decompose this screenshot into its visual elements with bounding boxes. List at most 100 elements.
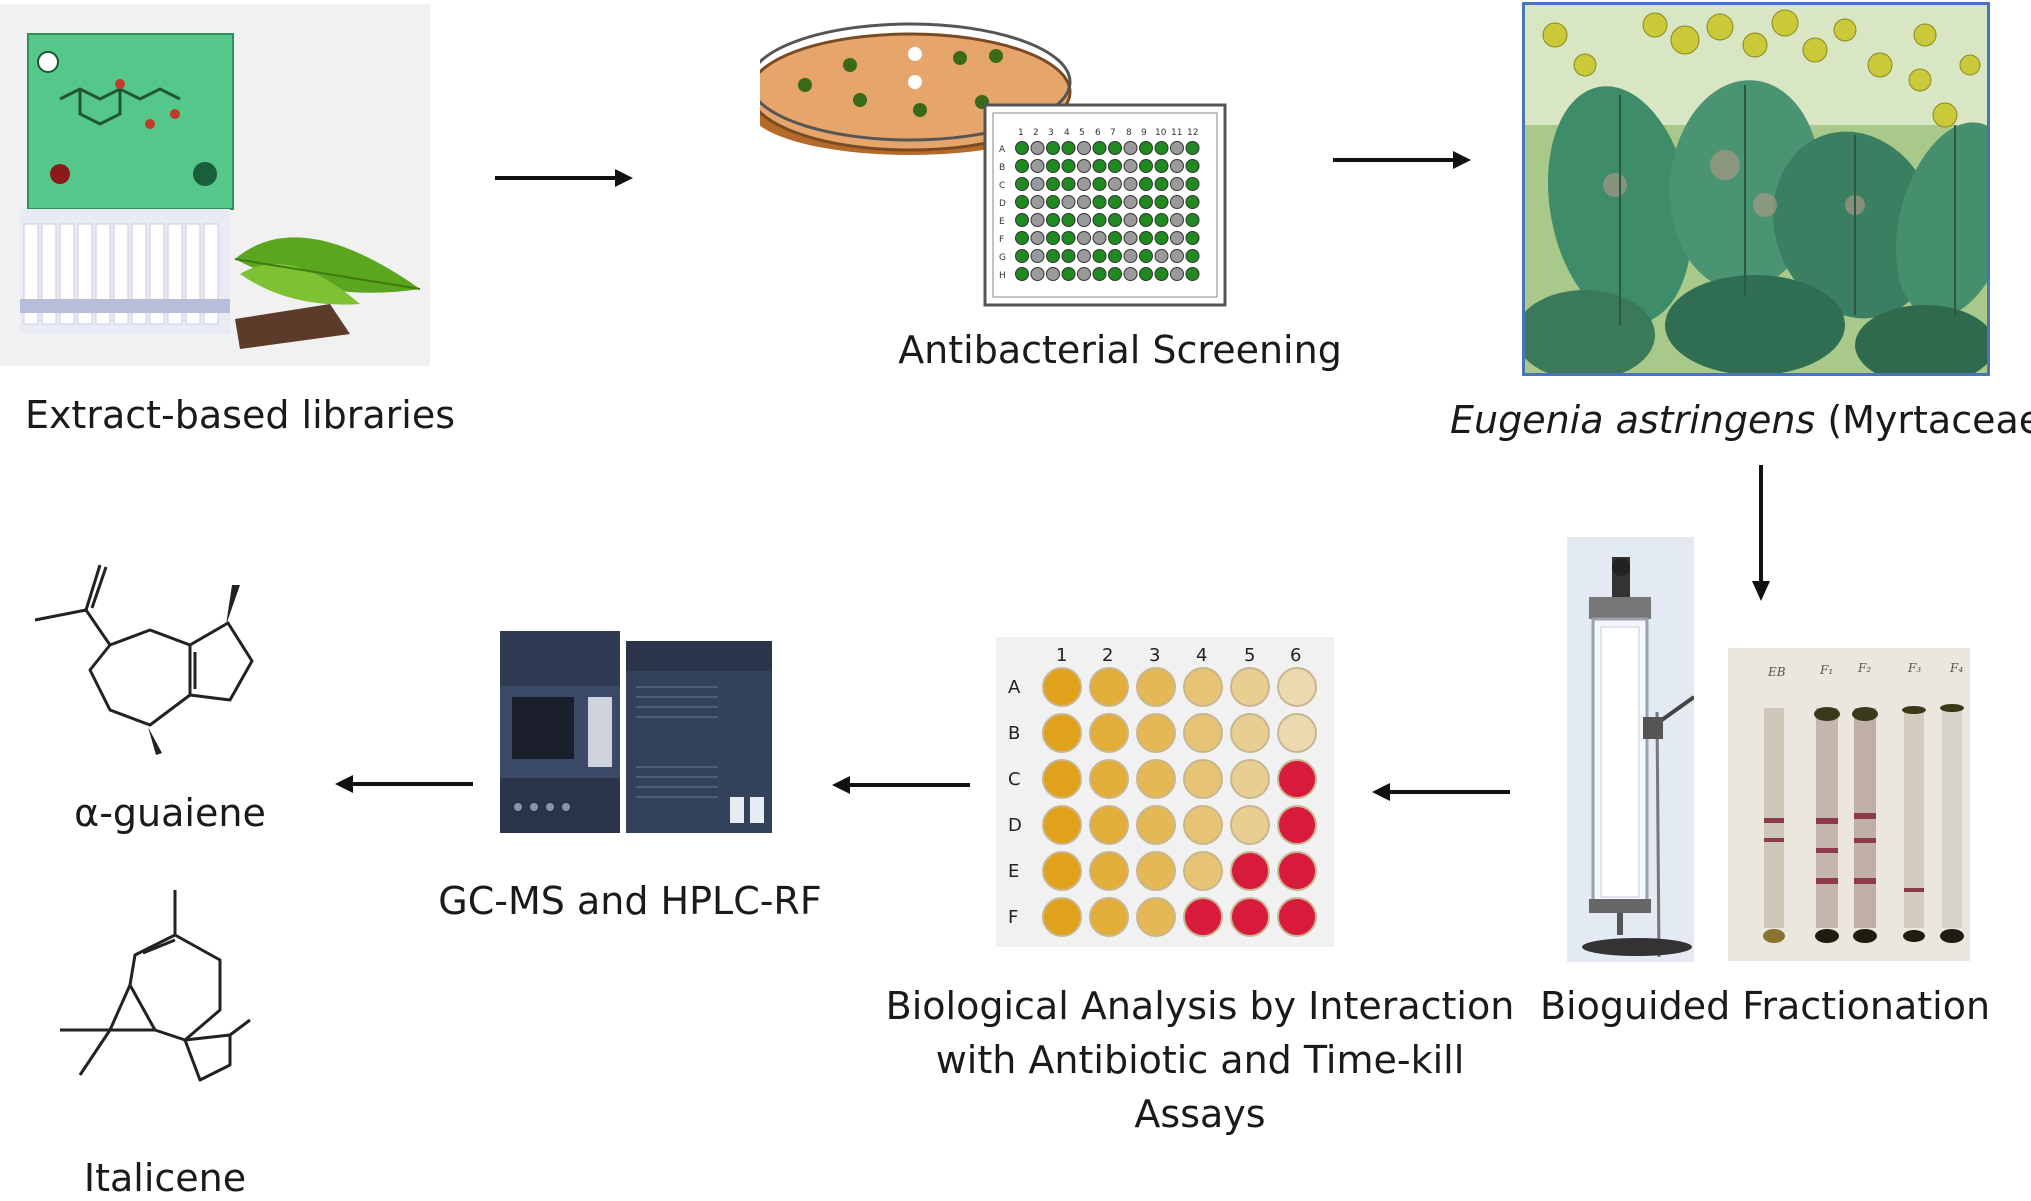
screening-well (1123, 141, 1138, 155)
screening-well (1123, 177, 1138, 191)
screening-well (1123, 249, 1138, 263)
screening-well (1061, 231, 1076, 245)
screening-well (1170, 195, 1184, 209)
svg-text:E: E (999, 217, 1005, 227)
tlc-lane-label: F₄ (1949, 661, 1963, 675)
screening-well (1046, 267, 1060, 281)
screening-well (1015, 249, 1029, 263)
screening-well (1092, 231, 1107, 245)
gc-ms-caption: GC-MS and HPLC-RF (438, 879, 822, 923)
arrow-left-3 (335, 775, 473, 793)
plate-row-label: E (1008, 861, 1019, 882)
screening-well (1061, 195, 1076, 209)
screening-well (1170, 249, 1184, 263)
assay-well (1042, 713, 1082, 753)
screening-well (1170, 177, 1184, 191)
screening-well (1015, 159, 1029, 173)
screening-well (1092, 195, 1107, 209)
screening-well (1061, 159, 1076, 173)
tlc-lane-label: F₁ (1819, 663, 1833, 677)
screening-well (1123, 159, 1138, 173)
gc-ms-hplc-instrument-image (500, 631, 772, 833)
assay-well (1089, 851, 1129, 891)
screening-well (1077, 159, 1091, 173)
svg-text:3: 3 (1048, 128, 1054, 138)
plate-row-label: F (1008, 907, 1018, 928)
screening-well (1139, 213, 1153, 227)
screening-well (1154, 249, 1169, 263)
screening-well (1030, 177, 1045, 191)
screening-well (1061, 249, 1076, 263)
screening-well (1092, 267, 1107, 281)
assay-well (1230, 897, 1270, 937)
assay-well (1277, 667, 1317, 707)
screening-well (1061, 177, 1076, 191)
biological-caption-line-3: Assays (1134, 1092, 1266, 1136)
screening-well (1154, 267, 1169, 281)
screening-well (1108, 249, 1122, 263)
assay-well (1089, 667, 1129, 707)
eugenia-family: (Myrtaceae) (1827, 398, 2031, 442)
screening-well (1077, 177, 1091, 191)
screening-well (1030, 267, 1045, 281)
svg-text:6: 6 (1095, 128, 1101, 138)
screening-well (1077, 231, 1091, 245)
assay-well (1183, 713, 1223, 753)
screening-well (1123, 195, 1138, 209)
assay-well (1230, 805, 1270, 845)
screening-well (1154, 231, 1169, 245)
screening-well (1015, 267, 1029, 281)
screening-well (1108, 177, 1122, 191)
assay-well (1136, 713, 1176, 753)
screening-well (1154, 141, 1169, 155)
assay-well (1042, 667, 1082, 707)
svg-text:8: 8 (1126, 128, 1132, 138)
assay-well (1230, 713, 1270, 753)
screening-well (1123, 231, 1138, 245)
plate-row-label: D (1008, 815, 1022, 836)
screening-well (1077, 195, 1091, 209)
assay-well (1089, 805, 1129, 845)
assay-well (1277, 805, 1317, 845)
screening-well (1139, 159, 1153, 173)
assay-well (1136, 805, 1176, 845)
eugenia-plant-photo (1522, 2, 1990, 376)
screening-well (1030, 195, 1045, 209)
screening-well (1061, 141, 1076, 155)
screening-well (1077, 141, 1091, 155)
screening-well (1108, 231, 1122, 245)
svg-text:12: 12 (1187, 128, 1198, 138)
screening-well (1046, 213, 1060, 227)
svg-text:9: 9 (1141, 128, 1147, 138)
italicene-structure (60, 890, 251, 1082)
screening-well (1185, 231, 1200, 245)
screening-well (1015, 213, 1029, 227)
screening-well (1077, 249, 1091, 263)
svg-text:D: D (999, 199, 1006, 209)
assay-well (1183, 759, 1223, 799)
biological-caption-line-1: Biological Analysis by Interaction (885, 984, 1515, 1028)
plate-row-label: B (1008, 723, 1020, 744)
tlc-lane-label: F₃ (1907, 661, 1921, 675)
assay-well (1277, 851, 1317, 891)
assay-well (1089, 759, 1129, 799)
assay-well (1042, 897, 1082, 937)
assay-well (1277, 713, 1317, 753)
screening-well (1030, 249, 1045, 263)
screening-well (1108, 267, 1122, 281)
screening-well (1077, 267, 1091, 281)
biological-analysis-plate-photo: 1 2 3 4 5 6 A B C D E F (996, 637, 1334, 947)
eugenia-species-name: Eugenia astringens (1450, 398, 1816, 442)
assay-well (1042, 759, 1082, 799)
screening-well (1123, 213, 1138, 227)
screening-well (1170, 231, 1184, 245)
alpha-guaiene-label: α-guaiene (74, 791, 266, 835)
svg-text:C: C (999, 181, 1005, 191)
screening-well (1154, 177, 1169, 191)
screening-well (1108, 213, 1122, 227)
screening-well (1139, 141, 1153, 155)
screening-well (1046, 177, 1060, 191)
screening-well (1139, 195, 1153, 209)
svg-text:5: 5 (1079, 128, 1085, 138)
